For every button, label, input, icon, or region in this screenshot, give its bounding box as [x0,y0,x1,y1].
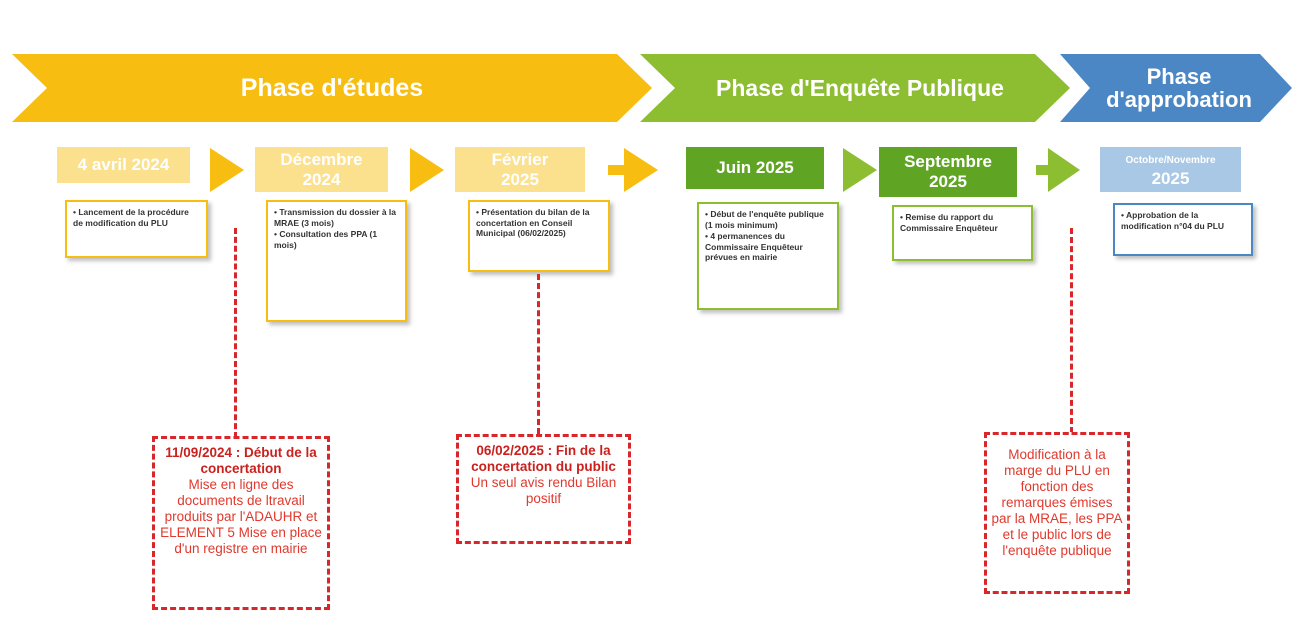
chevron-right-icon [410,148,444,192]
phase-etudes-label: Phase d'études [240,73,424,102]
step-header-septembre-2025: Septembre 2025 [879,147,1017,197]
note-debut-concertation: 11/09/2024 : Début de la concertation Mi… [152,436,330,610]
step-title-line1: Septembre [904,152,992,171]
note-title: 11/09/2024 : Début de la concertation [165,445,317,476]
step-bullet: • Transmission du dossier à la MRAE (3 m… [274,207,397,228]
step-bullet: • Début de l'enquête publique (1 mois mi… [705,209,824,230]
step-bullet: • Présentation du bilan de la concertati… [476,207,590,238]
note-text: Un seul avis rendu Bilan positif [470,475,617,506]
step-header-juin-2025: Juin 2025 [686,147,824,189]
step-card-octobre-novembre-2025: • Approbation de la modification n°04 du… [1113,203,1253,256]
step-card-fevrier-2025: • Présentation du bilan de la concertati… [468,200,610,272]
step-title: 4 avril 2024 [77,155,170,174]
step-bullet: • Lancement de la procédure de modificat… [73,207,189,228]
arrow-right-icon [1036,148,1080,192]
step-title-line2: 2025 [929,172,967,191]
connector-line [537,274,540,434]
arrow-right-icon [608,148,658,192]
step-title: Juin 2025 [716,158,794,177]
phase-approbation-arrow: Phase d'approbation [1060,54,1292,122]
step-header-avril-2024: 4 avril 2024 [57,147,190,183]
chevron-right-icon [210,148,244,192]
connector-line [234,228,237,438]
step-title-line2: 2024 [302,169,341,189]
step-title-line2: 2025 [1151,168,1190,188]
step-header-decembre-2024: Décembre 2024 [255,147,388,192]
step-title-line2: 2025 [501,169,539,189]
step-header-fevrier-2025: Février 2025 [455,147,585,192]
step-title-line1: Décembre [280,149,363,169]
chevron-right-icon [843,148,877,192]
note-text: Modification à la marge du PLU en foncti… [991,447,1123,558]
note-text: Mise en ligne des documents de ltravail … [160,477,322,556]
note-fin-concertation: 06/02/2025 : Fin de la concertation du p… [456,434,631,544]
phase-enquete-arrow: Phase d'Enquête Publique [640,54,1070,122]
phase-approbation-label-1: Phase [1146,64,1212,89]
step-title-line1: Février [491,149,549,169]
note-modification-plu: Modification à la marge du PLU en foncti… [984,432,1130,594]
note-title: 06/02/2025 : Fin de la concertation du p… [471,443,616,474]
step-bullet: • 4 permanences du Commissaire Enquêteur… [705,231,803,262]
step-bullet: • Approbation de la modification n°04 du… [1121,210,1225,231]
step-title-line1: Octobre/Novembre [1125,154,1216,166]
step-bullet: • Consultation des PPA (1 mois) [274,229,378,250]
phase-etudes-arrow: Phase d'études [12,54,652,122]
phase-enquete-label: Phase d'Enquête Publique [716,74,1004,101]
phase-approbation-label-2: d'approbation [1106,87,1252,112]
step-card-septembre-2025: • Remise du rapport du Commissaire Enquê… [892,205,1033,261]
step-header-octobre-novembre-2025: Octobre/Novembre 2025 [1100,147,1241,192]
connector-line [1070,228,1073,433]
step-card-juin-2025: • Début de l'enquête publique (1 mois mi… [697,202,839,310]
step-card-decembre-2024: • Transmission du dossier à la MRAE (3 m… [266,200,407,322]
step-card-avril-2024: • Lancement de la procédure de modificat… [65,200,208,258]
step-bullet: • Remise du rapport du Commissaire Enquê… [900,212,998,233]
